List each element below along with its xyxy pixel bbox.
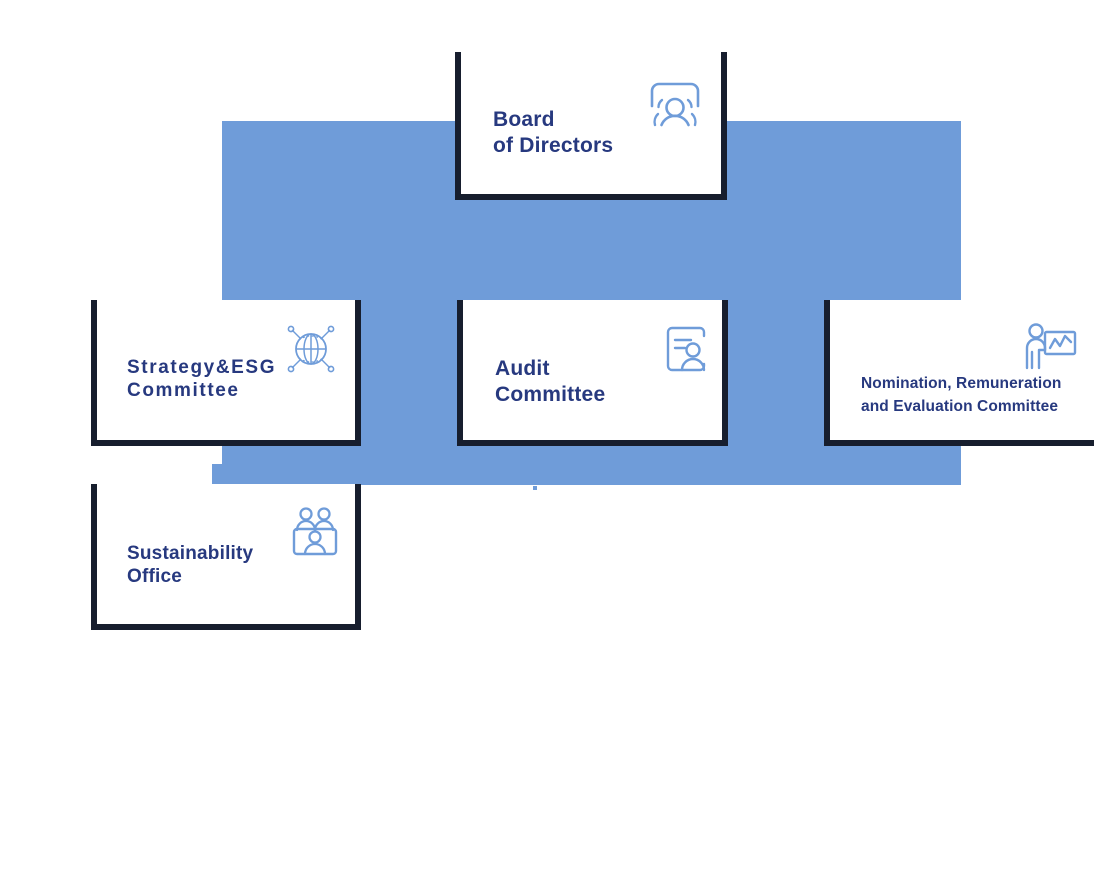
node-sustainability-content: Sustainability Office	[97, 484, 355, 624]
node-audit-committee[interactable]: Audit Committee	[457, 300, 728, 446]
node-nomination-committee[interactable]: Nomination, Remuneration and Evaluation …	[824, 300, 1094, 446]
node-board-of-directors[interactable]: Board of Directors	[455, 52, 727, 200]
node-nomination-content: Nomination, Remuneration and Evaluation …	[830, 300, 1094, 440]
node-strategy-esg-committee[interactable]: Strategy&ESG Committee	[91, 300, 361, 446]
node-nomination-label: Nomination, Remuneration and Evaluation …	[861, 375, 1062, 416]
globe-network-icon	[283, 320, 339, 378]
node-sustainability-office[interactable]: Sustainability Office	[91, 484, 361, 630]
node-audit-label: Audit Committee	[495, 357, 606, 406]
node-board-content: Board of Directors	[461, 52, 721, 194]
connector-board-to-audit	[592, 196, 596, 206]
connector-strategy-to-sustainability	[224, 440, 228, 452]
people-group-icon	[647, 80, 703, 132]
connector-sustainability-top	[533, 486, 537, 490]
document-person-icon	[658, 324, 710, 376]
node-strategy-label: Strategy&ESG Committee	[127, 357, 277, 402]
team-desk-icon	[289, 506, 341, 558]
node-board-label: Board of Directors	[493, 108, 614, 157]
presenter-chart-icon	[1023, 322, 1079, 374]
node-strategy-content: Strategy&ESG Committee	[97, 300, 355, 440]
node-audit-content: Audit Committee	[463, 300, 722, 440]
node-sustainability-label: Sustainability Office	[127, 543, 254, 588]
